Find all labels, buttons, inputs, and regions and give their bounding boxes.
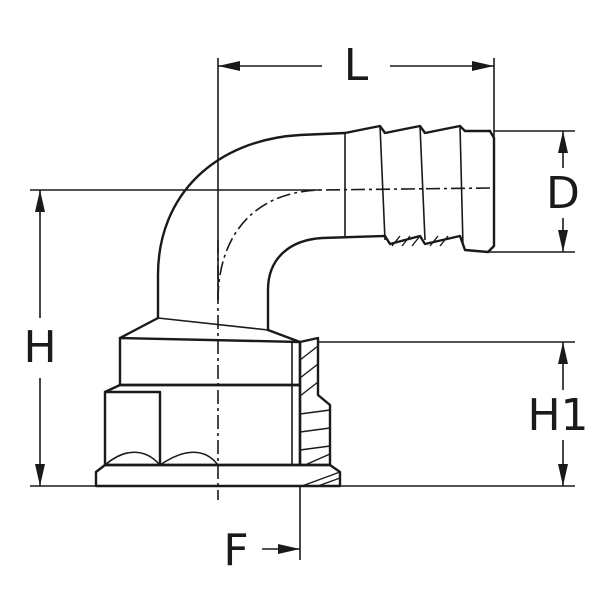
- hex-face-left: [103, 390, 162, 467]
- barb-ring-4: [459, 125, 464, 247]
- barb-ring-2: [379, 125, 386, 241]
- dim-d-label: D: [546, 168, 580, 219]
- dim-l-label: L: [344, 40, 369, 91]
- section-outline: [298, 336, 332, 467]
- hex-face-curve-right: [159, 451, 219, 466]
- dim-l-arrow-left: [218, 61, 240, 71]
- section-hatch: [299, 345, 341, 487]
- dimension-d: D: [488, 130, 580, 253]
- dim-d-arrow-bottom: [558, 230, 568, 252]
- nut-section: [291, 336, 341, 487]
- elbow-neck: [118, 316, 302, 344]
- dimension-l: L: [217, 40, 495, 300]
- dim-h1-arrow-bottom: [558, 464, 568, 486]
- barb-ring-3: [419, 125, 426, 241]
- dim-h-arrow-bottom: [35, 464, 45, 486]
- barb-end: [486, 129, 496, 254]
- elbow-body: [118, 131, 387, 344]
- centerlines: [217, 187, 491, 500]
- dim-h-label: H: [23, 322, 56, 373]
- collar-line: [157, 317, 269, 331]
- dim-l-arrow-right: [472, 61, 494, 71]
- barb-hatch: [391, 235, 449, 247]
- dim-h-arrow-top: [35, 190, 45, 212]
- hex-face-curve-left: [104, 451, 161, 466]
- dimension-f: F: [223, 486, 301, 576]
- dim-f-arrow: [278, 544, 300, 554]
- centerline-elbow: [217, 187, 491, 301]
- dim-d-arrow-top: [558, 131, 568, 153]
- dim-h1-label: H1: [527, 390, 588, 441]
- dim-h1-arrow-top: [558, 342, 568, 364]
- barb-bottom-edge: [383, 234, 490, 254]
- dim-f-label: F: [223, 525, 248, 576]
- dimension-h1: H1: [318, 341, 589, 487]
- hose-barb: [343, 124, 496, 254]
- elbow-inner-curve: [266, 234, 387, 332]
- dimension-h: H: [23, 189, 320, 487]
- elbow-outer-curve: [156, 131, 347, 320]
- nut-collar: [118, 336, 302, 387]
- barb-top-edge: [343, 124, 492, 135]
